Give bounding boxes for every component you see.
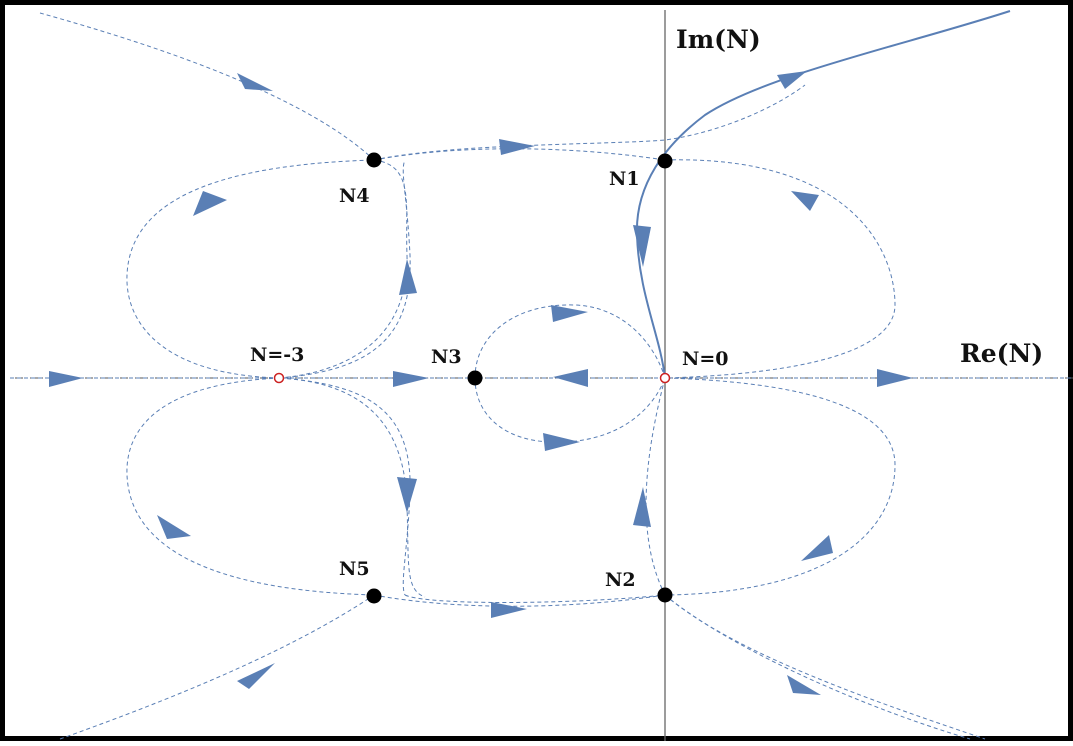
label-n-equals-minus-3: N=-3 [250,344,304,366]
flow-curve-n4-down [279,159,408,379]
flow-curve-to-n5-inner [279,377,426,598]
fixed-point-n2 [657,587,673,603]
arrow-icon [157,515,191,539]
arrow-icon [49,371,83,387]
arrow-icon [801,535,833,561]
fixed-point-n5 [366,588,382,604]
arrow-icon [553,369,588,387]
flow-curve-left-lower-lobe [126,377,375,596]
arrow-icon [393,371,429,387]
label-n-equals-0: N=0 [682,348,729,370]
arrow-icon [777,71,807,89]
arrow-icon [499,139,535,155]
singular-point-n-minus-3 [273,372,285,384]
arrow-icon [543,433,580,451]
label-n5: N5 [339,558,370,580]
flow-curve-n5-to-n2-lower [404,594,666,603]
arrow-icon [633,487,651,527]
real-axis-label: Re(N) [960,339,1043,368]
label-n1: N1 [609,168,640,190]
flow-curve-n2-out [664,594,971,740]
flow-curve-n4-to-n1 [373,148,666,161]
arrow-icon [791,191,819,211]
flow-curve-n3-lower-loop [474,377,666,443]
fixed-point-n1 [657,153,673,169]
flow-curve-n5-to-n2 [373,594,666,607]
fixed-point-n4 [366,152,382,168]
arrow-icon [397,477,417,513]
flow-curve-n4-to-n1-upper [373,84,806,161]
flow-curve-n2-out-2 [664,594,986,740]
arrow-icon [787,675,821,695]
flow-curve-right-lower-lobe [664,377,896,596]
label-n2: N2 [605,569,636,591]
arrow-icon [877,369,913,387]
arrow-icon [237,73,273,91]
flow-curve-n3-upper-loop [474,304,666,379]
solid-flow-curve [635,10,1011,379]
label-n4: N4 [339,185,370,207]
flow-curve-left-upper-lobe [126,159,375,379]
arrow-icon [551,305,588,322]
flow-curve-bottomleft-to-n5 [59,594,375,740]
arrow-icon [399,259,417,295]
flow-curve-to-n5 [279,377,411,596]
label-n3: N3 [431,346,462,368]
fixed-point-n3 [467,370,483,386]
flow-arrows [49,71,913,695]
arrow-icon [237,663,275,689]
flow-curve-right-upper-lobe [664,159,896,379]
flow-curve-topleft-to-n4 [39,12,375,161]
arrow-icon [633,225,651,267]
flow-diagram: Im(N) Re(N) N1 N2 N3 N4 N5 N=0 N=-3 [10,10,1073,741]
arrow-icon [193,191,227,216]
singular-point-n0 [659,372,671,384]
arrow-icon [491,602,527,618]
imaginary-axis-label: Im(N) [676,25,761,54]
flow-curve-n2-to-origin [645,377,666,596]
